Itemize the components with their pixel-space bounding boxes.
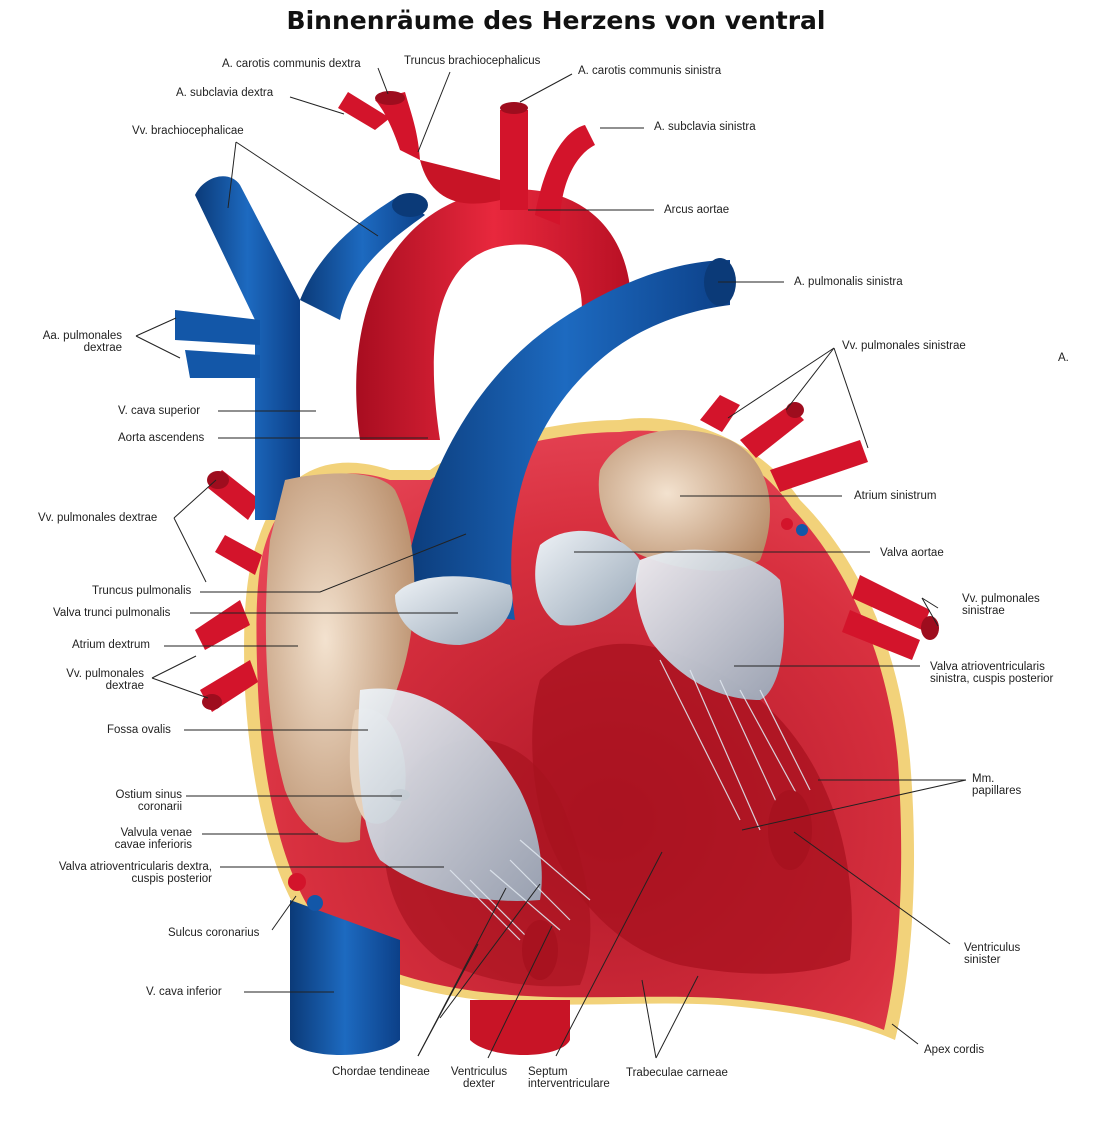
label-line-2: sinister bbox=[964, 954, 1001, 966]
label-a-carotis-communis-dextra: A. carotis communis dextra bbox=[222, 58, 361, 70]
chordae-tendineae bbox=[449, 659, 811, 951]
label-line-2: dextrae bbox=[83, 342, 122, 354]
label-valva-aortae: Valva aortae bbox=[880, 547, 944, 559]
valva-av-sinistra bbox=[635, 549, 784, 700]
label-v-cava-superior: V. cava superior bbox=[118, 405, 201, 417]
label-aorta-ascendens: Aorta ascendens bbox=[118, 432, 205, 444]
label-vv-pulmonales-dextrae-top: Vv. pulmonales dextrae bbox=[38, 512, 158, 524]
label-line-1: Vv. pulmonales bbox=[962, 593, 1040, 605]
label-line-1: Valva atrioventricularis dextra, bbox=[58, 861, 212, 873]
label-line-2: papillares bbox=[972, 785, 1022, 797]
label-line-1: Aa. pulmonales bbox=[42, 330, 122, 342]
label-ventriculus-sinister: Ventriculus sinister bbox=[964, 942, 1020, 966]
label-line-2: interventriculare bbox=[528, 1078, 610, 1090]
label-a-subclavia-sinistra: A. subclavia sinistra bbox=[654, 121, 756, 133]
vv-pulmonales-dextrae-top bbox=[207, 470, 262, 575]
v-cava-superior bbox=[175, 176, 428, 521]
label-v-cava-inferior: V. cava inferior bbox=[146, 986, 222, 998]
label-line-2: cavae inferioris bbox=[114, 839, 192, 851]
label-truncus-brachiocephalicus: Truncus brachiocephalicus bbox=[404, 55, 541, 67]
label-line-2: dextrae bbox=[105, 680, 144, 692]
v-cava-inferior bbox=[290, 900, 400, 1055]
label-edge-a: A. bbox=[1058, 352, 1069, 364]
label-line-2: dexter bbox=[463, 1078, 495, 1090]
label-valva-av-dextra: Valva atrioventricularis dextra, cuspis … bbox=[40, 861, 212, 885]
label-ventriculus-dexter: Ventriculus dexter bbox=[446, 1066, 512, 1090]
label-line-1: Ventriculus bbox=[450, 1066, 508, 1078]
label-valva-trunci-pulmonalis: Valva trunci pulmonalis bbox=[53, 607, 171, 619]
label-line-2: cuspis posterior bbox=[131, 873, 212, 885]
label-line-1: Mm. bbox=[972, 773, 995, 785]
label-septum-interventriculare: Septum interventriculare bbox=[528, 1066, 610, 1090]
label-vv-brachiocephalicae: Vv. brachiocephalicae bbox=[132, 125, 244, 137]
label-atrium-sinistrum: Atrium sinistrum bbox=[854, 490, 937, 502]
label-line-2: sinistra, cuspis posterior bbox=[930, 673, 1054, 685]
label-a-carotis-communis-sinistra: A. carotis communis sinistra bbox=[578, 65, 722, 77]
vv-pulmonales-sinistrae bbox=[700, 395, 939, 660]
aorta-stump-bottom bbox=[470, 1000, 570, 1055]
label-apex-cordis: Apex cordis bbox=[924, 1044, 985, 1056]
label-aa-pulmonales-dextrae: Aa. pulmonales dextrae bbox=[38, 330, 122, 354]
label-fossa-ovalis: Fossa ovalis bbox=[107, 724, 171, 736]
atrium-sinistrum bbox=[598, 430, 770, 571]
aorta bbox=[338, 91, 632, 440]
leader-lines bbox=[135, 67, 967, 1059]
label-line-1: Ventriculus bbox=[964, 942, 1021, 954]
valva-av-dextra bbox=[358, 688, 542, 901]
label-a-pulmonalis-sinistra: A. pulmonalis sinistra bbox=[794, 276, 903, 288]
label-truncus-pulmonalis: Truncus pulmonalis bbox=[92, 585, 192, 597]
label-trabeculae-carneae: Trabeculae carneae bbox=[626, 1067, 728, 1079]
valva-trunci-pulmonalis bbox=[395, 576, 513, 645]
label-ostium-sinus-coronarii: Ostium sinus coronarii bbox=[92, 789, 182, 813]
label-line-1: Valvula venae bbox=[120, 827, 192, 839]
sulcus-coronarius-vessels bbox=[288, 518, 808, 911]
label-vv-pulmonales-sinistrae-mid: Vv. pulmonales sinistrae bbox=[962, 593, 1040, 617]
label-line-2: coronarii bbox=[137, 801, 182, 813]
label-vv-pulmonales-dextrae-low: Vv. pulmonales dextrae bbox=[50, 668, 144, 692]
label-line-1: Septum bbox=[528, 1066, 568, 1078]
label-chordae-tendineae: Chordae tendineae bbox=[332, 1066, 430, 1078]
label-valva-av-sinistra: Valva atrioventricularis sinistra, cuspi… bbox=[930, 661, 1053, 685]
label-line-1: Vv. pulmonales bbox=[66, 668, 144, 680]
label-valvula-venae-cavae-inferioris: Valvula venae cavae inferioris bbox=[92, 827, 192, 851]
label-line-1: Valva atrioventricularis bbox=[930, 661, 1045, 673]
label-vv-pulmonales-sinistrae-top: Vv. pulmonales sinistrae bbox=[842, 340, 966, 352]
label-sulcus-coronarius: Sulcus coronarius bbox=[168, 927, 260, 939]
label-a-subclavia-dextra: A. subclavia dextra bbox=[176, 87, 274, 99]
label-mm-papillares: Mm. papillares bbox=[972, 773, 1021, 797]
label-arcus-aortae: Arcus aortae bbox=[664, 204, 730, 216]
valva-aortae bbox=[535, 530, 640, 626]
label-atrium-dextrum: Atrium dextrum bbox=[72, 639, 150, 651]
label-line-2: sinistrae bbox=[962, 605, 1005, 617]
label-line-1: Ostium sinus bbox=[115, 789, 182, 801]
page-title: Binnenräume des Herzens von ventral bbox=[286, 6, 826, 35]
